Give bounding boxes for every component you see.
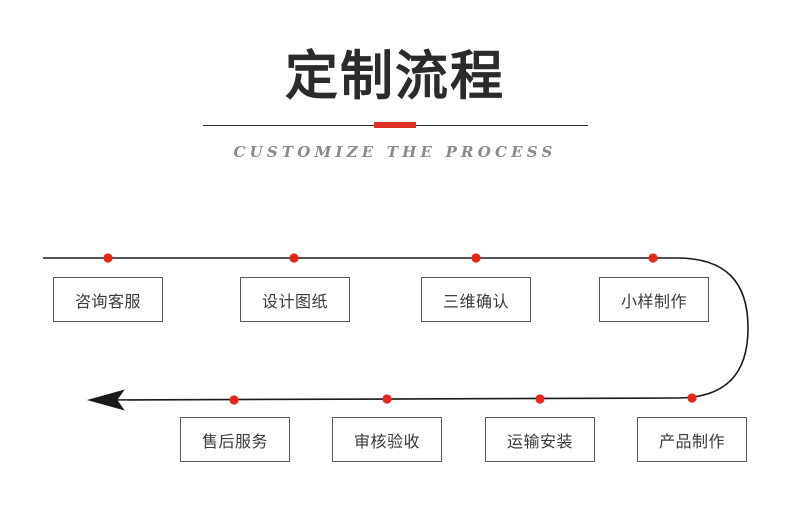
flow-step-box-2[interactable]: 设计图纸	[240, 277, 350, 322]
flow-step-box-1[interactable]: 咨询客服	[53, 277, 163, 322]
flow-step-box-3[interactable]: 三维确认	[421, 277, 531, 322]
page-subtitle: CUSTOMIZE THE PROCESS	[233, 143, 557, 161]
flow-step-box-8[interactable]: 售后服务	[180, 417, 290, 462]
flow-step-box-4[interactable]: 小样制作	[599, 277, 709, 322]
flow-node-marker-4	[648, 253, 658, 263]
flow-node-marker-1	[103, 253, 113, 263]
flow-node-marker-5	[687, 393, 697, 403]
flow-arrowhead-left	[86, 389, 125, 411]
flow-track-uturn	[676, 257, 749, 399]
title-divider-accent	[374, 122, 416, 128]
page-header: 定制流程 CUSTOMIZE THE PROCESS	[0, 0, 790, 200]
flow-step-box-5[interactable]: 产品制作	[637, 417, 747, 462]
flow-step-box-7[interactable]: 审核验收	[332, 417, 442, 462]
page-title: 定制流程	[285, 46, 505, 107]
flow-node-marker-7	[382, 394, 392, 404]
flow-node-marker-3	[471, 253, 481, 263]
flow-node-marker-6	[535, 394, 545, 404]
flow-step-box-6[interactable]: 运输安装	[485, 417, 595, 462]
flow-node-marker-8	[229, 395, 239, 405]
flow-node-marker-2	[289, 253, 299, 263]
